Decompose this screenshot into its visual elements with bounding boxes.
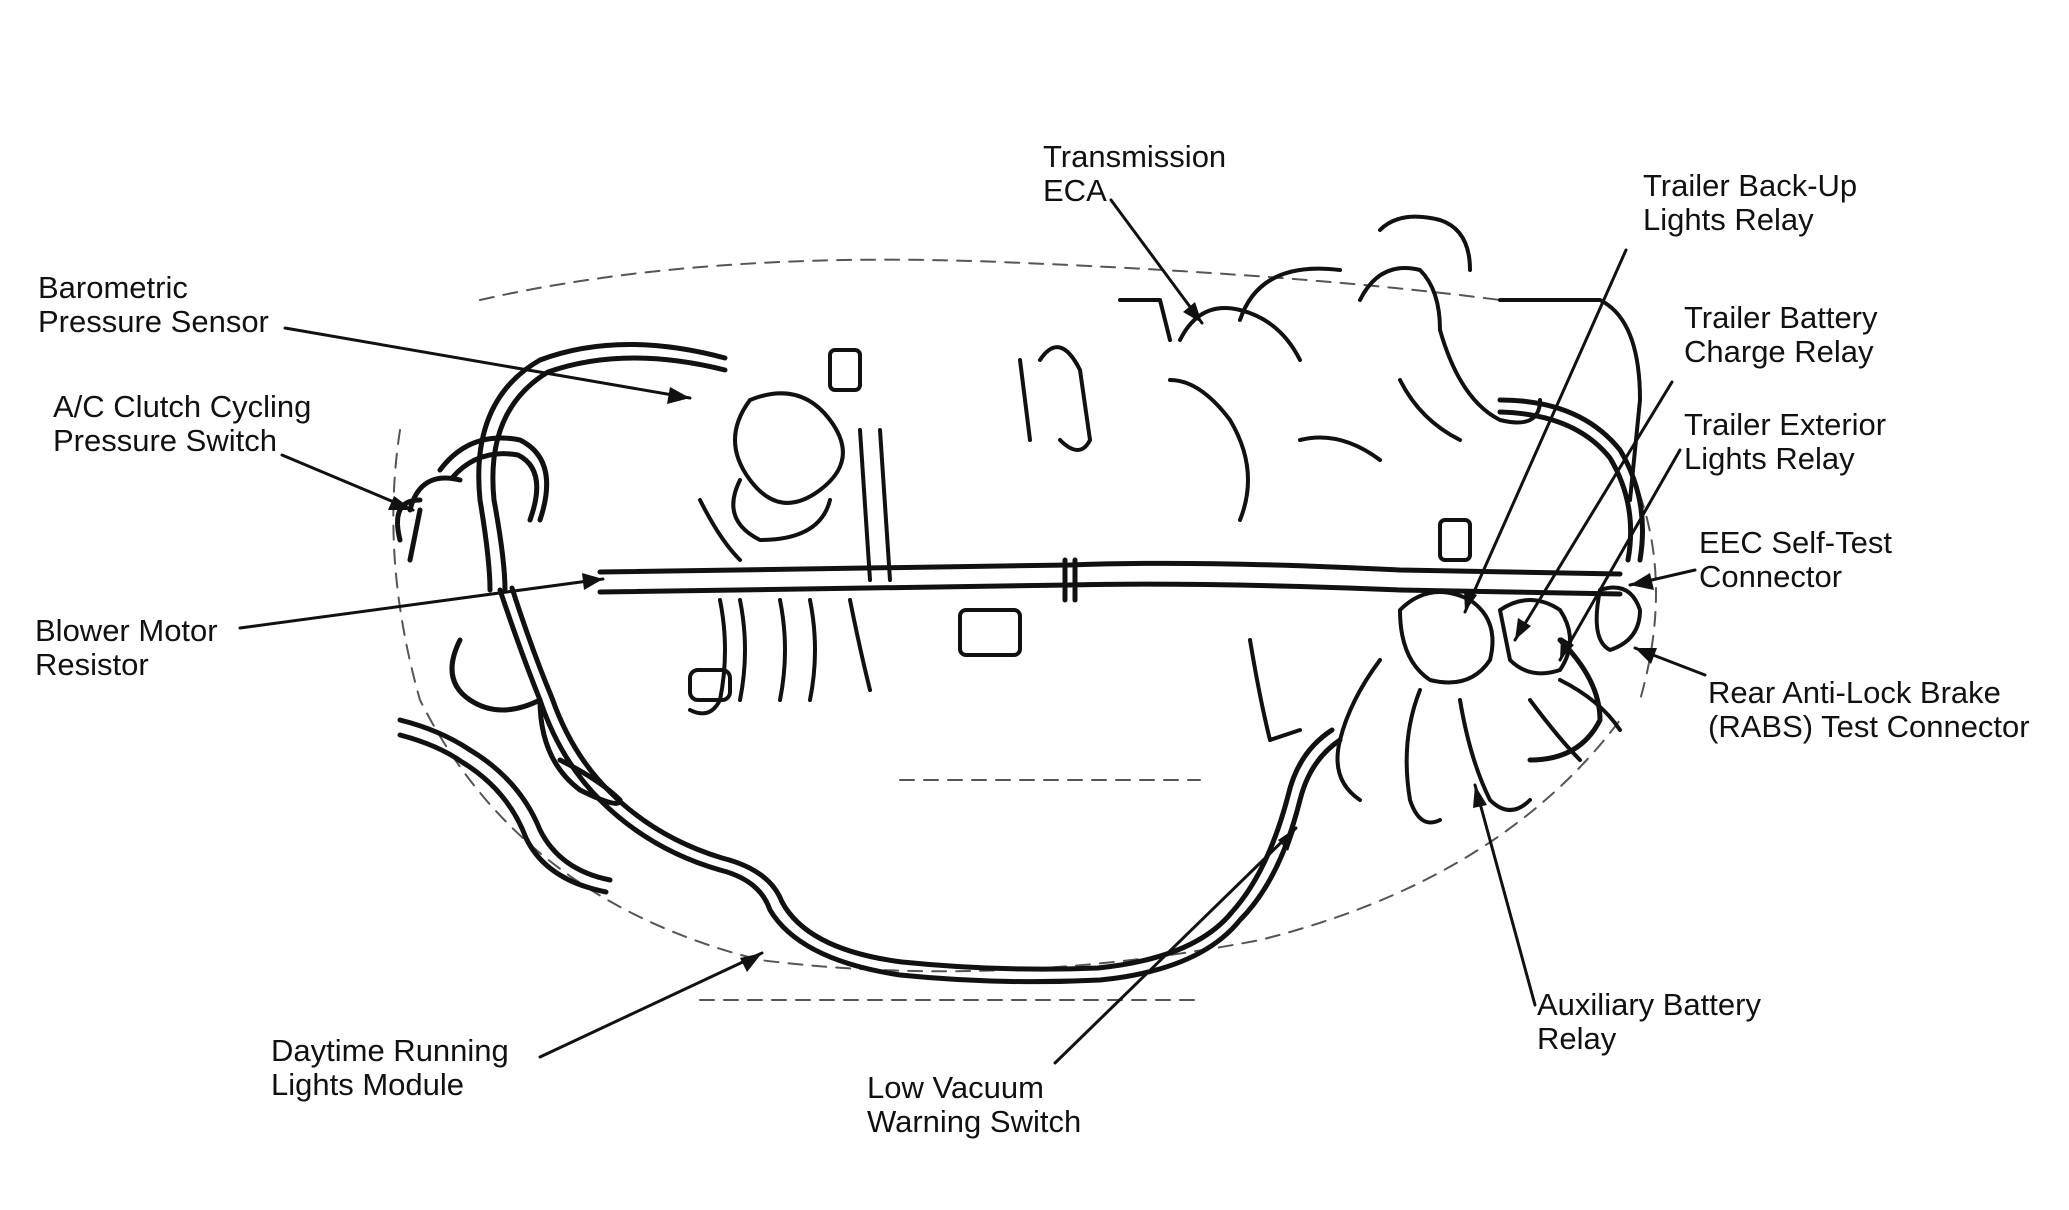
label-rabs-test-connector: Rear Anti-Lock Brake (RABS) Test Connect… <box>1708 675 2030 744</box>
arrow-barometric <box>667 387 690 404</box>
arrow-trailer-backup <box>1464 589 1477 612</box>
ac-switch-harness <box>395 475 463 563</box>
arrow-trailer-exterior <box>1560 637 1574 660</box>
arrow-aux-battery <box>1473 785 1487 808</box>
label-trailer-battery-charge-relay: Trailer Battery Charge Relay <box>1684 300 1878 369</box>
arrow-drl <box>740 953 762 972</box>
relay-cluster <box>1335 585 1642 825</box>
label-ac-clutch-cycling-pressure-switch: A/C Clutch Cycling Pressure Switch <box>53 389 312 458</box>
leader-trailer-exterior <box>1558 448 1682 662</box>
leader-barometric <box>283 326 692 400</box>
leader-low-vacuum <box>1053 826 1298 1065</box>
leader-lines <box>238 198 1707 1065</box>
left-arch-harness <box>437 342 728 593</box>
leader-trailer-battery <box>1513 380 1674 642</box>
leader-transmission <box>1109 198 1204 325</box>
lower-loop-harness <box>449 585 1343 985</box>
arrow-blower <box>582 573 603 590</box>
label-daytime-running-lights-module: Daytime Running Lights Module <box>271 1033 509 1102</box>
leader-drl <box>538 951 764 1059</box>
arrow-ac-clutch <box>388 496 413 510</box>
left-connector-harness <box>397 697 623 895</box>
label-transmission-eca: Transmission ECA <box>1043 139 1227 208</box>
engine-bay-outline <box>392 258 1657 1001</box>
label-auxiliary-battery-relay: Auxiliary Battery Relay <box>1537 987 1761 1056</box>
main-harness <box>597 557 1623 603</box>
label-barometric-pressure-sensor: Barometric Pressure Sensor <box>38 270 269 339</box>
leader-ac-clutch <box>280 453 415 512</box>
label-blower-motor-resistor: Blower Motor Resistor <box>35 613 218 682</box>
arrow-rabs <box>1635 648 1657 664</box>
leader-arrowheads <box>388 302 1657 972</box>
leader-trailer-backup <box>1463 248 1628 614</box>
label-trailer-exterior-lights-relay: Trailer Exterior Lights Relay <box>1684 407 1887 476</box>
arrow-eec <box>1630 573 1654 590</box>
arrow-low-vacuum <box>1278 828 1296 851</box>
label-eec-self-test-connector: EEC Self-Test Connector <box>1699 525 1892 594</box>
arrow-trailer-battery <box>1515 618 1531 640</box>
engine-components <box>688 345 1092 716</box>
label-trailer-back-up-lights-relay: Trailer Back-Up Lights Relay <box>1643 168 1858 237</box>
leader-aux-battery <box>1473 783 1537 1007</box>
label-low-vacuum-warning-switch: Low Vacuum Warning Switch <box>867 1070 1082 1139</box>
arrow-transmission <box>1183 302 1202 323</box>
leader-blower <box>238 577 605 630</box>
right-harness <box>1497 397 1645 763</box>
